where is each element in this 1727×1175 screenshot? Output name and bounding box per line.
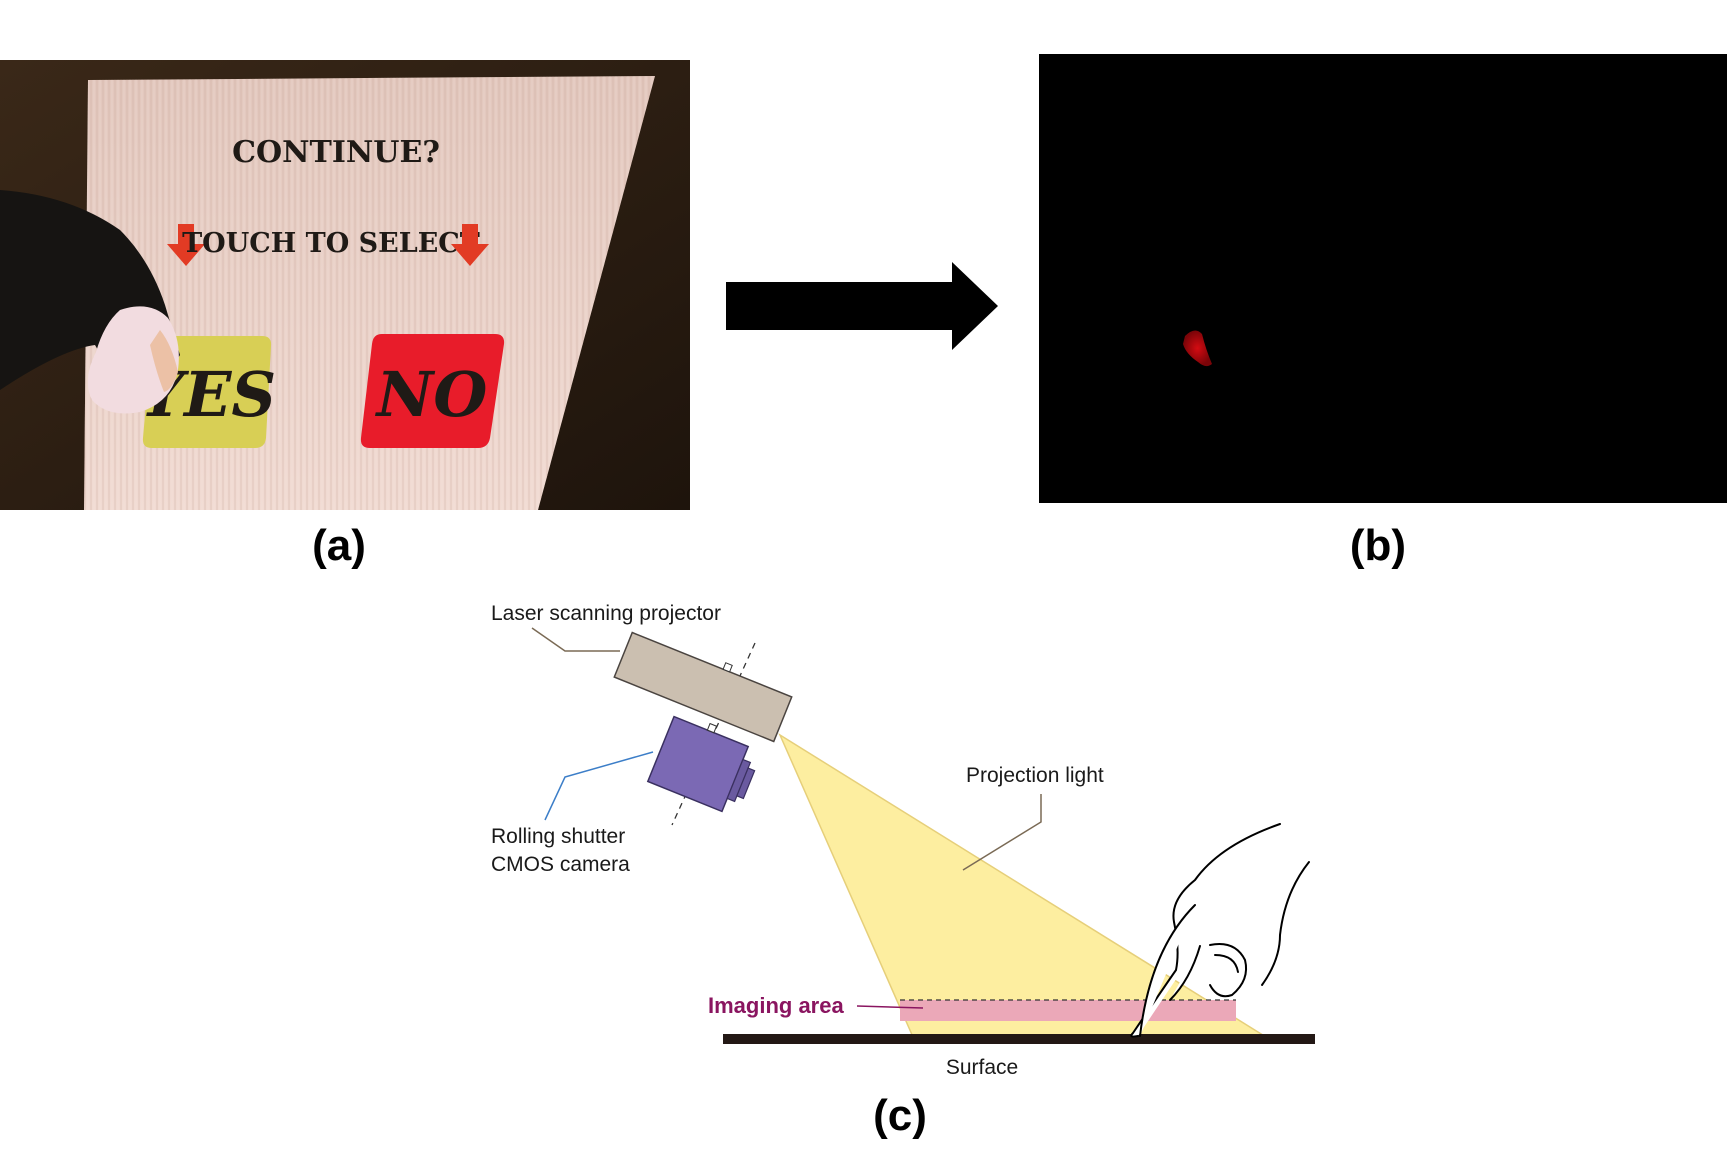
camera-label-line1: Rolling shutter (491, 825, 625, 848)
processed-frame (1039, 54, 1727, 503)
camera (646, 715, 756, 813)
no-button-label: NO (375, 358, 488, 431)
screen-title: CONTINUE? (232, 135, 440, 170)
hand-drawing (1130, 823, 1310, 1038)
surface-label: Surface (946, 1056, 1018, 1079)
projector-leader (531, 627, 620, 652)
panel-a-label: (a) (312, 521, 366, 570)
right-arrow-icon (726, 262, 998, 350)
user-finger (150, 330, 178, 392)
down-arrow-icon (167, 224, 205, 266)
camera-leader (544, 751, 654, 821)
panel-b (1039, 54, 1727, 503)
no-button (360, 334, 505, 448)
touch-detection-blob (1183, 330, 1212, 367)
panel-b-label: (b) (1350, 521, 1406, 570)
camera-label-line2: CMOS camera (491, 853, 630, 876)
light-leader (962, 794, 1042, 871)
panel-c: Laser scanning projector Rolling shutter… (491, 602, 1315, 1079)
imaging-leader (856, 1005, 924, 1009)
imaging-area-label: Imaging area (708, 993, 844, 1018)
user-hand (87, 306, 179, 414)
panel-c-label: (c) (873, 1091, 927, 1140)
surface (723, 1034, 1315, 1044)
screen-prompt: TOUCH TO SELECT (182, 228, 480, 259)
imaging-area (900, 1000, 1236, 1021)
projector (613, 631, 793, 743)
light-label: Projection light (966, 764, 1104, 787)
projector-label: Laser scanning projector (491, 602, 721, 625)
panel-a: CONTINUE? TOUCH TO SELECT YES NO (0, 60, 690, 510)
down-arrow-icon (451, 224, 489, 266)
